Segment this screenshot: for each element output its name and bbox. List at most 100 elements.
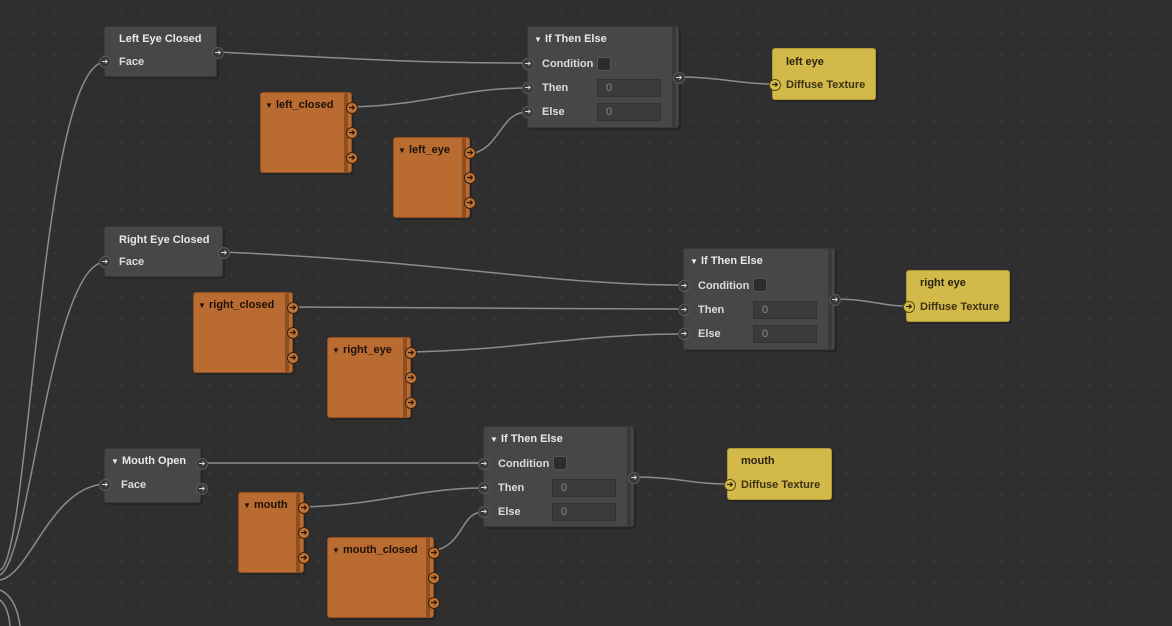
arrow-right-icon[interactable]: ➔ (903, 301, 915, 313)
wire-left-face-condition (216, 51, 528, 64)
node-title: ▼ right_eye (332, 344, 392, 356)
arrow-right-icon[interactable]: ➔ (196, 483, 208, 495)
condition-checkbox[interactable] (753, 278, 767, 292)
triangle-down-icon[interactable]: ▼ (332, 546, 340, 555)
wire-mouth-open-then (302, 487, 484, 508)
arrow-right-icon[interactable]: ➔ (428, 547, 440, 559)
var-node-right-eye[interactable]: ▼ right_eye ➔ ➔ ➔ (327, 337, 417, 418)
arrow-right-icon[interactable]: ➔ (346, 152, 358, 164)
arrow-right-icon[interactable]: ➔ (522, 82, 534, 94)
diffuse-texture-label: Diffuse Texture (741, 479, 821, 491)
triangle-down-icon[interactable]: ▼ (332, 346, 340, 355)
output-node-mouth[interactable]: mouth ➔ Diffuse Texture (724, 448, 832, 500)
var-node-left-eye[interactable]: ▼ left_eye ➔ ➔ ➔ (393, 137, 476, 218)
arrow-right-icon[interactable]: ➔ (405, 397, 417, 409)
if-then-else-node-mouth[interactable]: ▼ If Then Else ➔ Condition ➔ Then 0 ➔ El… (478, 426, 640, 527)
arrow-right-icon[interactable]: ➔ (464, 172, 476, 184)
wire-mouth-output (632, 476, 728, 485)
arrow-right-icon[interactable]: ➔ (464, 197, 476, 209)
arrow-right-icon[interactable]: ➔ (522, 106, 534, 118)
else-value-field[interactable]: 0 (753, 325, 817, 343)
arrow-right-icon[interactable]: ➔ (99, 256, 111, 268)
wire-left-eye-else (469, 111, 528, 155)
arrow-right-icon[interactable]: ➔ (464, 147, 476, 159)
if-then-else-node-right[interactable]: ▼ If Then Else ➔ Condition ➔ Then 0 ➔ El… (678, 248, 841, 350)
var-node-mouth[interactable]: ▼ mouth ➔ ➔ ➔ (238, 492, 310, 573)
arrow-right-icon[interactable]: ➔ (218, 247, 230, 259)
arrow-right-icon[interactable]: ➔ (478, 458, 490, 470)
arrow-right-icon[interactable]: ➔ (196, 458, 208, 470)
triangle-down-icon[interactable]: ▼ (690, 257, 698, 266)
face-input-label: Face (119, 256, 145, 268)
output-node-right-eye[interactable]: right eye ➔ Diffuse Texture (903, 270, 1010, 322)
arrow-right-icon[interactable]: ➔ (287, 302, 299, 314)
arrow-right-icon[interactable]: ➔ (99, 56, 111, 68)
arrow-right-icon[interactable]: ➔ (673, 72, 685, 84)
then-label: Then (542, 82, 569, 94)
arrow-right-icon[interactable]: ➔ (478, 506, 490, 518)
wire-left-output (677, 76, 773, 85)
output-node-left-eye[interactable]: left eye ➔ Diffuse Texture (769, 48, 876, 100)
node-title: ▼ left_eye (398, 144, 450, 156)
arrow-right-icon[interactable]: ➔ (428, 572, 440, 584)
arrow-right-icon[interactable]: ➔ (287, 327, 299, 339)
node-title: ▼ mouth (243, 499, 288, 511)
var-name: mouth (253, 499, 288, 511)
else-value-field[interactable]: 0 (552, 503, 616, 521)
arrow-right-icon[interactable]: ➔ (428, 597, 440, 609)
arrow-right-icon[interactable]: ➔ (628, 472, 640, 484)
triangle-down-icon[interactable]: ▼ (111, 457, 119, 466)
arrow-right-icon[interactable]: ➔ (212, 47, 224, 59)
else-label: Else (698, 328, 721, 340)
arrow-right-icon[interactable]: ➔ (287, 352, 299, 364)
condition-label: Condition (498, 458, 550, 470)
node-title: ▼ If Then Else (690, 255, 763, 267)
wire-right-closed-then (291, 306, 684, 310)
triangle-down-icon[interactable]: ▼ (243, 501, 251, 510)
condition-checkbox[interactable] (597, 57, 611, 71)
arrow-right-icon[interactable]: ➔ (478, 482, 490, 494)
arrow-right-icon[interactable]: ➔ (298, 552, 310, 564)
face-node-left-eye-closed[interactable]: Left Eye Closed ➔ Face ➔ (99, 26, 224, 77)
arrow-right-icon[interactable]: ➔ (99, 479, 111, 491)
triangle-down-icon[interactable]: ▼ (490, 435, 498, 444)
arrow-right-icon[interactable]: ➔ (346, 127, 358, 139)
node-title: ▼ If Then Else (534, 33, 607, 45)
wire-trunk-right-eye (0, 261, 105, 576)
arrow-right-icon[interactable]: ➔ (829, 294, 841, 306)
arrow-right-icon[interactable]: ➔ (405, 372, 417, 384)
condition-label: Condition (542, 58, 594, 70)
arrow-right-icon[interactable]: ➔ (346, 102, 358, 114)
triangle-down-icon[interactable]: ▼ (534, 35, 542, 44)
wire-trunk-left-eye (0, 61, 105, 571)
else-value-field[interactable]: 0 (597, 103, 661, 121)
if-then-else-node-left[interactable]: ▼ If Then Else ➔ Condition ➔ Then 0 ➔ El… (522, 26, 685, 128)
arrow-right-icon[interactable]: ➔ (405, 347, 417, 359)
then-value-field[interactable]: 0 (753, 301, 817, 319)
then-value-field[interactable]: 0 (597, 79, 661, 97)
triangle-down-icon[interactable]: ▼ (198, 301, 206, 310)
arrow-right-icon[interactable]: ➔ (724, 479, 736, 491)
triangle-down-icon[interactable]: ▼ (265, 101, 273, 110)
arrow-right-icon[interactable]: ➔ (678, 328, 690, 340)
arrow-right-icon[interactable]: ➔ (769, 79, 781, 91)
arrow-right-icon[interactable]: ➔ (522, 58, 534, 70)
face-node-right-eye-closed[interactable]: Right Eye Closed ➔ Face ➔ (99, 226, 230, 277)
triangle-down-icon[interactable]: ▼ (398, 146, 406, 155)
node-title-text: If Then Else (700, 255, 763, 267)
then-value-field[interactable]: 0 (552, 479, 616, 497)
arrow-right-icon[interactable]: ➔ (298, 527, 310, 539)
node-title: left eye (786, 56, 824, 68)
arrow-right-icon[interactable]: ➔ (678, 280, 690, 292)
var-name: mouth_closed (342, 544, 418, 556)
node-title: Left Eye Closed (119, 33, 202, 45)
arrow-right-icon[interactable]: ➔ (298, 502, 310, 514)
var-node-left-closed[interactable]: ▼ left_closed ➔ ➔ ➔ (260, 92, 358, 173)
var-node-mouth-closed[interactable]: ▼ mouth_closed ➔ ➔ ➔ (327, 537, 440, 618)
var-node-right-closed[interactable]: ▼ right_closed ➔ ➔ ➔ (193, 292, 299, 373)
arrow-right-icon[interactable]: ➔ (678, 304, 690, 316)
face-node-mouth-open[interactable]: ▼ Mouth Open ➔ Face ➔ ➔ (99, 448, 208, 503)
node-title-text: Mouth Open (121, 455, 187, 467)
condition-checkbox[interactable] (553, 456, 567, 470)
diffuse-texture-label: Diffuse Texture (920, 301, 1000, 313)
